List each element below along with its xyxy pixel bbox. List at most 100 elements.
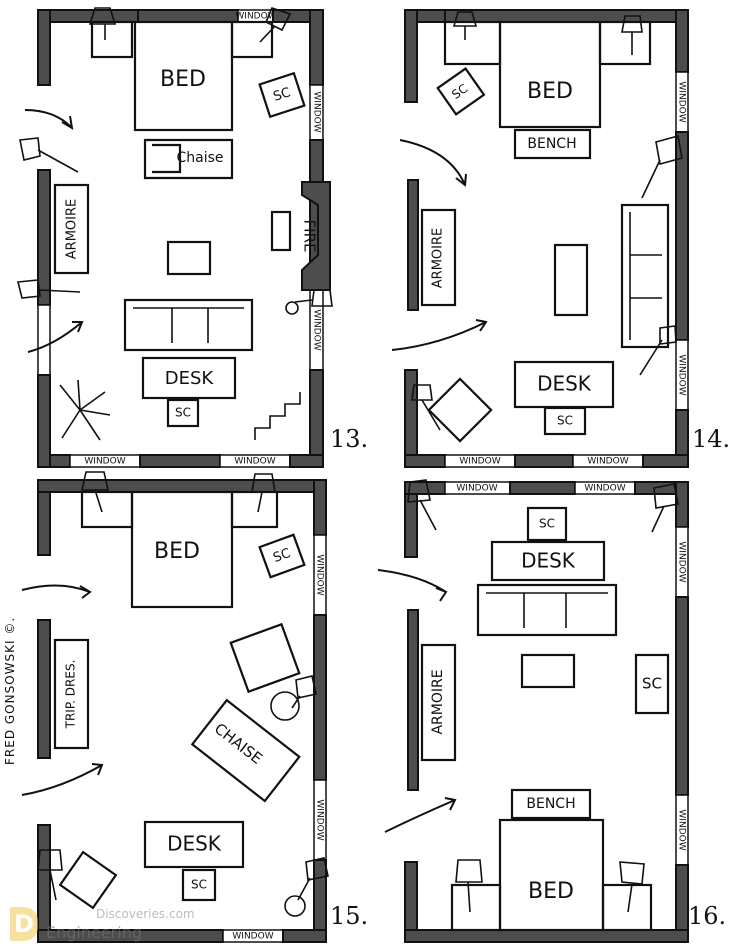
- desk: [141, 356, 237, 400]
- nightstand: [230, 20, 274, 59]
- plan-15: WINDOW WINDOW WINDOW BED SC TRIP. DRES. …: [21, 471, 368, 943]
- watermark-logo: D: [10, 907, 38, 941]
- wall: [642, 454, 689, 468]
- wall: [37, 169, 51, 306]
- wall: [309, 9, 324, 86]
- wall: [514, 454, 574, 468]
- wall: [404, 454, 446, 468]
- desk-chair-label: SC: [191, 878, 207, 892]
- wall: [313, 479, 327, 536]
- fire-label: FIRE: [301, 220, 319, 253]
- nightstand: [443, 20, 502, 66]
- coffee-table: [520, 653, 576, 689]
- wall: [309, 369, 324, 468]
- window-label: WINDOW: [312, 91, 322, 132]
- window-label: WINDOW: [235, 12, 276, 22]
- armoire: [53, 183, 90, 275]
- wall: [675, 596, 689, 796]
- lamp: [88, 7, 117, 40]
- entry-arrow: [24, 109, 73, 129]
- window-label: WINDOW: [315, 799, 325, 840]
- armchair: [427, 377, 493, 443]
- lamp: [259, 7, 292, 43]
- end-table: [270, 210, 292, 252]
- desk-chair: [526, 506, 568, 542]
- lamp: [619, 861, 645, 913]
- wall: [137, 9, 239, 23]
- lamp: [455, 859, 483, 913]
- armoire-label: ARMOIRE: [65, 199, 80, 259]
- nightstand: [598, 20, 652, 66]
- entry-arrow: [21, 584, 91, 593]
- fireplace: [301, 181, 331, 291]
- bench-label: BENCH: [527, 136, 576, 152]
- arrow-head: [444, 797, 457, 811]
- desk: [143, 820, 245, 869]
- lamp: [284, 857, 329, 917]
- chaise-label: Chaise: [176, 150, 223, 166]
- lamp: [621, 15, 643, 55]
- wall: [37, 9, 51, 86]
- wall: [404, 481, 446, 495]
- armoire-label: ARMOIRE: [431, 228, 446, 288]
- side-chair: [436, 67, 486, 116]
- bed-label: BED: [160, 67, 206, 92]
- window-label: WINDOW: [459, 457, 500, 467]
- nightstand: [601, 883, 653, 932]
- coffee-table: [166, 240, 212, 276]
- plan-number: 16.: [688, 902, 726, 930]
- lamp: [37, 849, 63, 901]
- desk-chair-label: SC: [175, 406, 191, 420]
- bed: [498, 20, 602, 129]
- lamp: [651, 483, 679, 533]
- entry-arrow: [27, 321, 83, 353]
- arrow-head: [435, 587, 448, 602]
- coffee-table: [553, 243, 589, 317]
- armoire: [420, 208, 457, 307]
- nightstand: [450, 883, 502, 932]
- lamp: [16, 279, 81, 299]
- wall: [37, 374, 51, 468]
- watermark: D Discoveries.com Engineering: [10, 905, 210, 945]
- triple-dresser: [53, 638, 90, 750]
- sofa: [123, 298, 254, 352]
- desk-chair: [181, 868, 217, 902]
- arrow-head: [455, 173, 467, 187]
- arrow-head: [61, 115, 74, 130]
- triple-dresser-label: TRIP. DRES.: [64, 660, 78, 730]
- window-label: WINDOW: [232, 932, 273, 942]
- plant: [59, 379, 111, 441]
- desk-label: DESK: [165, 368, 215, 389]
- bed: [498, 818, 605, 932]
- wall: [139, 454, 221, 468]
- wall: [509, 481, 576, 495]
- side-chair-label: SC: [642, 675, 662, 693]
- side-chair: [258, 533, 306, 579]
- window: [37, 304, 51, 376]
- armoire: [420, 643, 457, 762]
- sofa: [620, 203, 670, 349]
- entry-arrow: [399, 139, 466, 186]
- entry-arrow: [391, 321, 487, 351]
- plan-number: 14.: [692, 425, 730, 453]
- side-chair-label: SC: [271, 546, 292, 566]
- desk-label: DESK: [521, 549, 576, 573]
- lamp: [251, 473, 276, 513]
- bench: [510, 788, 592, 820]
- window-label: WINDOW: [584, 484, 625, 494]
- arrow-head: [79, 585, 92, 599]
- chaise: [190, 698, 301, 803]
- wall: [37, 9, 139, 23]
- wall: [313, 614, 327, 781]
- chaise-label: CHAISE: [211, 719, 266, 767]
- arrow-head: [72, 321, 84, 333]
- desk-chair: [166, 398, 200, 428]
- window-label: WINDOW: [587, 457, 628, 467]
- side-chair: [634, 653, 670, 715]
- wall: [675, 131, 689, 341]
- wall: [404, 9, 418, 103]
- arrow-head: [475, 319, 488, 332]
- entry-arrow: [21, 764, 103, 796]
- window-label: WINDOW: [677, 354, 687, 395]
